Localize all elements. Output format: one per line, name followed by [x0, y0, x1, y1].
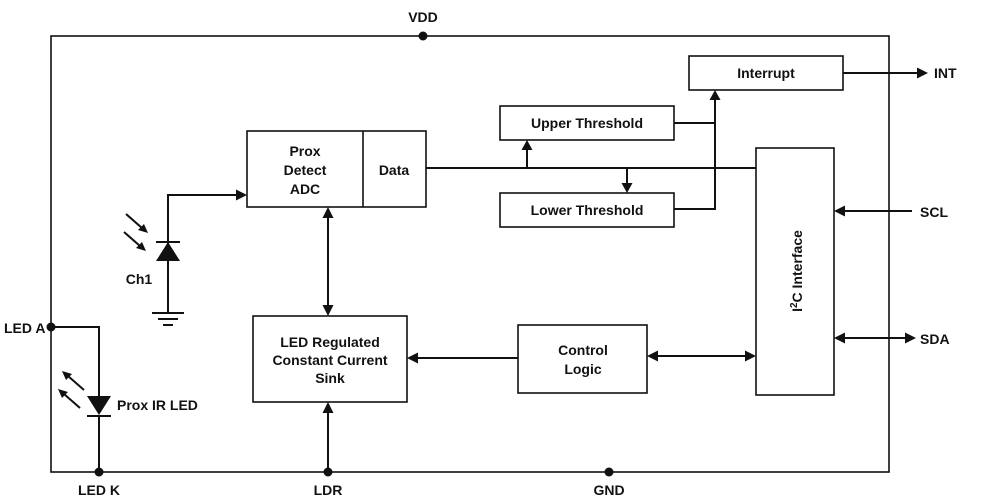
lower-to-interrupt-wire: [674, 99, 716, 210]
data-to-lower-arrowhead: [621, 183, 633, 193]
adc-sink-arrowhead-top: [322, 207, 334, 218]
scl-arrowhead: [834, 205, 845, 217]
ir-led-label: Prox IR LED: [117, 397, 198, 413]
pin-label-int: INT: [934, 65, 957, 81]
led-sink-block: [252, 315, 408, 403]
emitted-light-arrows-icon: [58, 371, 85, 409]
led-a-wire: [51, 326, 100, 396]
interrupt-to-int-arrowhead: [917, 67, 928, 79]
photodiode-label: Ch1: [126, 271, 153, 287]
incoming-light-arrows-icon: [123, 213, 148, 251]
upper-threshold-block: [499, 105, 675, 141]
control-logic-line-1: Control: [558, 342, 608, 358]
lower-threshold-block: [499, 192, 675, 228]
gnd-node: [604, 467, 614, 477]
sda-arrowhead-right: [905, 332, 916, 344]
pin-label-vdd: VDD: [408, 9, 438, 25]
pin-label-scl: SCL: [920, 204, 948, 220]
lower-threshold-label: Lower Threshold: [531, 202, 644, 218]
data-label: Data: [379, 162, 410, 178]
pin-label-sda: SDA: [920, 331, 950, 347]
upper-threshold-label: Upper Threshold: [531, 115, 643, 131]
led-sink-line-3: Sink: [315, 370, 345, 386]
control-logic-block: [517, 324, 648, 394]
ldr-to-sink-arrowhead: [322, 402, 334, 413]
ground-icon: [152, 312, 184, 326]
chip-outline: [50, 35, 890, 473]
prox-adc-line-1: Prox: [289, 143, 320, 159]
photodiode-to-adc-wire: [167, 194, 237, 246]
pin-label-ldr: LDR: [314, 482, 343, 498]
photodiode-to-adc-arrowhead: [236, 189, 247, 201]
prox-adc-line-3: ADC: [290, 181, 320, 197]
control-i2c-arrowhead-right: [745, 350, 756, 362]
data-to-upper-arrowhead: [521, 140, 533, 150]
sda-arrowhead-left: [834, 332, 845, 344]
i2c-interface-label: I2C Interface: [789, 230, 805, 312]
control-to-sink-arrowhead: [407, 352, 418, 364]
i2c-interface-block: [755, 147, 835, 396]
photodiode-icon: [156, 242, 180, 261]
pin-label-led-a: LED A: [4, 320, 45, 336]
pin-label-gnd: GND: [593, 482, 624, 498]
interrupt-label: Interrupt: [737, 65, 795, 81]
control-logic-line-2: Logic: [564, 361, 602, 377]
vdd-node: [418, 31, 428, 41]
pin-label-led-k: LED K: [78, 482, 120, 498]
threshold-to-interrupt-arrowhead: [709, 90, 721, 100]
led-sink-line-2: Constant Current: [272, 352, 387, 368]
control-i2c-arrowhead-left: [647, 350, 658, 362]
led-sink-line-1: LED Regulated: [280, 334, 380, 350]
adc-sink-arrowhead-bottom: [322, 305, 334, 316]
ir-led-icon: [87, 396, 111, 415]
prox-adc-line-2: Detect: [284, 162, 327, 178]
